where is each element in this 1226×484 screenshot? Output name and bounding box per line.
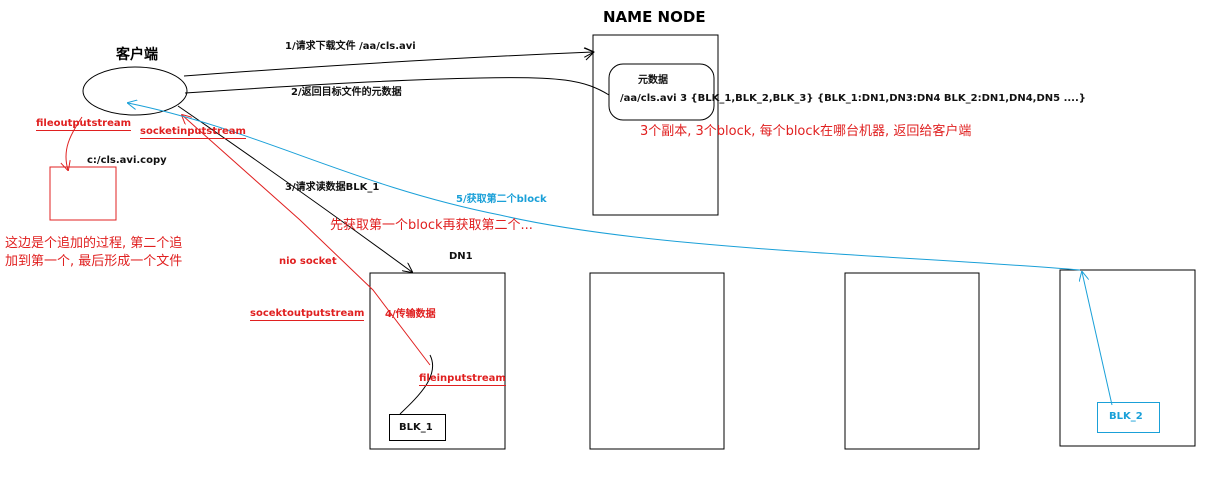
note-append-line2: 加到第一个, 最后形成一个文件: [5, 254, 183, 269]
fileinputstream-label: fileinputstream: [419, 373, 506, 386]
socketinputstream-label: socketinputstream: [140, 126, 246, 139]
socektoutputstream-label: socektoutputstream: [250, 308, 365, 321]
arrow-to-local-file: [66, 116, 83, 170]
step4-label: 4/传输数据: [385, 309, 436, 320]
step3-label: 3/请求读数据BLK_1: [285, 182, 380, 193]
block-blk2-label: BLK_2: [1109, 411, 1143, 422]
metadata-note: 3个副本, 3个block, 每个block在哪台机器, 返回给客户端: [640, 124, 972, 139]
metadata-entry: /aa/cls.avi 3 {BLK_1,BLK_2,BLK_3} {BLK_1…: [620, 93, 1086, 104]
arrow-step3: [177, 105, 412, 272]
step1-label: 1/请求下载文件 /aa/cls.avi: [285, 41, 416, 52]
datanode-box-2: [589, 272, 725, 450]
step5-label: 5/获取第二个block: [456, 194, 547, 205]
step2-arrowhead: [583, 47, 595, 61]
namenode-title: NAME NODE: [603, 8, 706, 26]
datanode-box-3: [844, 272, 980, 450]
client-label: 客户端: [116, 47, 158, 63]
namenode-box: [592, 34, 719, 216]
block-blk2: BLK_2: [1097, 402, 1160, 433]
datanode-box-4: [1059, 269, 1196, 447]
arrow-step1: [183, 52, 593, 77]
dn1-label: DN1: [449, 251, 473, 262]
block-blk1: BLK_1: [389, 414, 446, 441]
fileoutputstream-label: fileoutputstream: [36, 118, 132, 131]
arrow-step4: [182, 115, 431, 366]
nio-socket-label: nio socket: [279, 256, 337, 267]
local-file-box: [49, 166, 117, 221]
local-file-label: c:/cls.avi.copy: [87, 155, 167, 166]
blk1-stream-line: [399, 354, 434, 415]
arrow-blk2-up: [1082, 272, 1113, 406]
step2-label: 2/返回目标文件的元数据: [291, 87, 402, 98]
arrow-step2: [184, 77, 610, 96]
note-first-then-second: 先获取第一个block再获取第二个...: [330, 218, 533, 233]
metadata-box: [608, 63, 715, 121]
block-blk1-label: BLK_1: [399, 422, 433, 433]
client-node: [82, 66, 188, 116]
arrow-step5: [128, 103, 1081, 271]
metadata-title: 元数据: [638, 75, 668, 86]
note-append-line1: 这边是个追加的过程, 第二个追: [5, 236, 183, 251]
datanode-box-dn1: [369, 272, 506, 450]
